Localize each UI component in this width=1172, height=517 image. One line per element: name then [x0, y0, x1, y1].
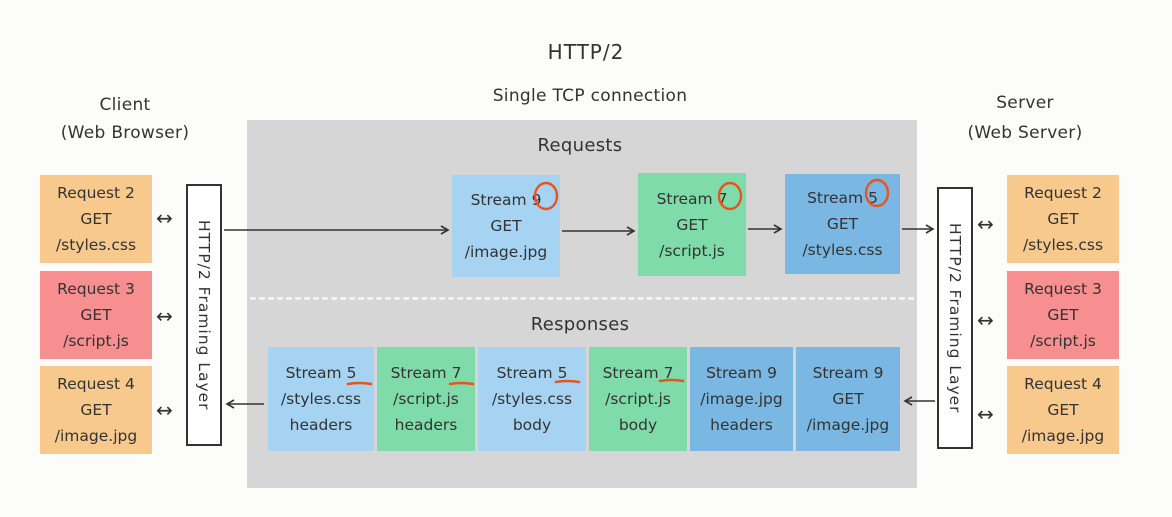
request-stream-7-line3: /script.js: [659, 241, 725, 260]
response-stream-5-headers-line2: /styles.css: [280, 390, 362, 408]
requests-responses-divider: [250, 297, 914, 300]
request-stream-5-line2: GET: [826, 215, 859, 233]
server-request-4: Request 4 GET /image.jpg: [1007, 366, 1119, 454]
response-stream-7-headers-line2: /script.js: [393, 390, 459, 408]
server-request-2-arrow-icon: ↔: [977, 212, 994, 236]
response-stream-5-body-line1: Stream 5: [496, 364, 568, 382]
connection-label: Single TCP connection: [492, 86, 688, 106]
request-stream-7-line1: Stream 7: [656, 189, 728, 208]
responses-label: Responses: [530, 314, 630, 335]
server-label: Server (Web Server): [940, 88, 1110, 148]
client-label-line2: (Web Browser): [60, 123, 190, 143]
requests-label: Requests: [537, 135, 623, 156]
server-label-line1: Server: [996, 93, 1054, 113]
response-stream-7-headers-line3: headers: [394, 416, 458, 434]
response-stream-7-headers-line1: Stream 7: [390, 364, 462, 382]
client-request-2-line1: Request 2: [57, 184, 135, 202]
client-request-2: Request 2 GET /styles.css: [40, 175, 152, 263]
response-stream-9-data: Stream 9 GET /image.jpg: [796, 347, 900, 451]
request-stream-9: Stream 9 GET /image.jpg: [452, 175, 560, 277]
server-request-4-arrow-icon: ↔: [977, 402, 994, 426]
response-stream-5-body: Stream 5 /styles.css body: [478, 347, 586, 451]
response-stream-7-body-line3: body: [618, 416, 658, 434]
client-framing-layer: HTTP/2 Framing Layer: [186, 184, 222, 446]
client-request-4-line2: GET: [80, 401, 112, 419]
server-request-2-line2: GET: [1047, 210, 1079, 228]
server-request-3-line3: /script.js: [1030, 332, 1096, 350]
client-request-4-line3: /image.jpg: [54, 427, 138, 445]
response-stream-9-headers-line3: headers: [710, 416, 773, 434]
response-stream-7-headers: Stream 7 /script.js headers: [377, 347, 475, 451]
response-stream-7-body-line2: /script.js: [605, 390, 671, 408]
response-stream-5-headers: Stream 5 /styles.css headers: [268, 347, 374, 451]
server-request-3: Request 3 GET /script.js: [1007, 271, 1119, 359]
response-stream-5-body-line2: /styles.css: [491, 390, 573, 408]
server-request-2: Request 2 GET /styles.css: [1007, 175, 1119, 263]
server-request-2-line1: Request 2: [1024, 184, 1102, 202]
request-stream-5-line1: Stream 5: [807, 189, 878, 207]
client-label: Client (Web Browser): [40, 91, 210, 147]
request-stream-5: Stream 5 GET /styles.css: [785, 174, 900, 274]
server-request-3-line2: GET: [1047, 306, 1079, 324]
response-stream-7-body-line1: Stream 7: [602, 364, 674, 382]
server-framing-layer-label: HTTP/2 Framing Layer: [946, 222, 964, 414]
request-stream-9-line2: GET: [490, 217, 522, 235]
client-request-4-arrow-icon: ↔: [156, 398, 173, 422]
request-stream-7: Stream 7 GET /script.js: [638, 173, 746, 276]
response-stream-9-data-line1: Stream 9: [812, 364, 884, 382]
server-framing-layer: HTTP/2 Framing Layer: [937, 187, 973, 449]
response-stream-9-headers-line1: Stream 9: [706, 364, 777, 382]
response-stream-9-headers: Stream 9 /image.jpg headers: [690, 347, 793, 451]
client-request-3-line2: GET: [80, 306, 112, 324]
client-request-2-arrow-icon: ↔: [156, 206, 173, 230]
response-stream-5-headers-line3: headers: [289, 416, 353, 434]
response-stream-9-headers-line2: /image.jpg: [700, 390, 783, 408]
server-request-4-line3: /image.jpg: [1021, 427, 1105, 445]
client-label-line1: Client: [99, 95, 151, 115]
client-request-4: Request 4 GET /image.jpg: [40, 366, 152, 454]
request-stream-9-line3: /image.jpg: [464, 243, 548, 261]
server-request-4-line2: GET: [1047, 401, 1079, 419]
client-request-2-line3: /styles.css: [55, 236, 137, 254]
server-request-3-arrow-icon: ↔: [977, 308, 994, 332]
request-stream-9-line1: Stream 9: [470, 191, 542, 209]
response-stream-9-data-line3: /image.jpg: [806, 416, 890, 434]
server-request-3-line1: Request 3: [1024, 280, 1102, 298]
client-request-3: Request 3 GET /script.js: [40, 271, 152, 359]
server-request-4-line1: Request 4: [1024, 375, 1102, 393]
server-label-line2: (Web Server): [967, 123, 1083, 143]
diagram-title: HTTP/2: [547, 40, 625, 64]
response-stream-5-body-line3: body: [512, 416, 552, 434]
client-request-2-line2: GET: [80, 210, 112, 228]
client-request-3-line1: Request 3: [57, 280, 135, 298]
request-stream-7-line2: GET: [676, 215, 708, 234]
client-request-4-line1: Request 4: [57, 375, 135, 393]
client-request-3-line3: /script.js: [63, 332, 129, 350]
response-stream-5-headers-line1: Stream 5: [285, 364, 357, 382]
response-stream-9-data-line2: GET: [832, 390, 864, 408]
client-request-3-arrow-icon: ↔: [156, 304, 173, 328]
server-request-2-line3: /styles.css: [1022, 236, 1104, 254]
client-framing-layer-label: HTTP/2 Framing Layer: [195, 219, 213, 411]
request-stream-5-line3: /styles.css: [802, 241, 883, 259]
response-stream-7-body: Stream 7 /script.js body: [589, 347, 687, 451]
